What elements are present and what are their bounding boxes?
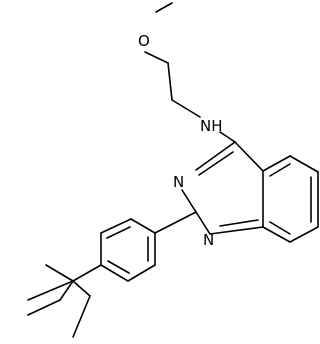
bond-c4-n3 xyxy=(195,141,236,171)
bond-c8-c8a xyxy=(262,226,291,243)
bond-ch2-ch2 xyxy=(167,62,173,101)
bond-tbu-me4 xyxy=(72,280,91,297)
bond-c8-c8a-double xyxy=(269,221,291,235)
bond-ph-c1-c2 xyxy=(130,218,156,234)
bond-ph-c2-c3 xyxy=(100,218,132,234)
atom-label-n3: N xyxy=(173,173,184,191)
bond-c2-phenyl xyxy=(154,211,197,234)
bond-c2-n1 xyxy=(195,211,211,235)
bond-ph-c4-c5 xyxy=(100,264,129,282)
bond-tbu-me2 xyxy=(59,280,74,301)
bond-c7-c8 xyxy=(289,226,319,243)
bond-tbu-me1 xyxy=(45,264,74,282)
bond-ph-c4-c5-double xyxy=(107,260,130,274)
atom-label-n1: N xyxy=(203,231,214,249)
bond-c4a-c5-double xyxy=(269,163,291,177)
bond-c4-n3-double xyxy=(198,151,234,176)
bond-ph-tbu xyxy=(72,264,102,282)
bond-ch2-nh xyxy=(171,99,201,118)
bond-c4-c4a xyxy=(234,141,264,172)
bond-nh-c4 xyxy=(219,131,236,143)
bond-n1-c8a xyxy=(209,226,264,235)
bond-c5-c6 xyxy=(289,155,319,173)
bond-ph-c5-c6 xyxy=(127,264,156,282)
bond-n3-c2 xyxy=(181,189,197,213)
bond-tbu-me2-ext xyxy=(27,299,61,316)
bond-ph-c2-c3-double xyxy=(106,226,131,239)
atom-label-nh: NH xyxy=(200,117,223,135)
bond-tbu-me4-ext xyxy=(72,295,91,338)
atom-label-oxygen: O xyxy=(138,32,150,50)
bond-c4a-c5 xyxy=(262,155,291,172)
bond-methyl-o xyxy=(155,2,173,13)
bond-n1-c8a-double xyxy=(219,219,259,227)
bond-o-ch2 xyxy=(144,51,169,64)
bond-tbu-me3 xyxy=(27,280,74,301)
